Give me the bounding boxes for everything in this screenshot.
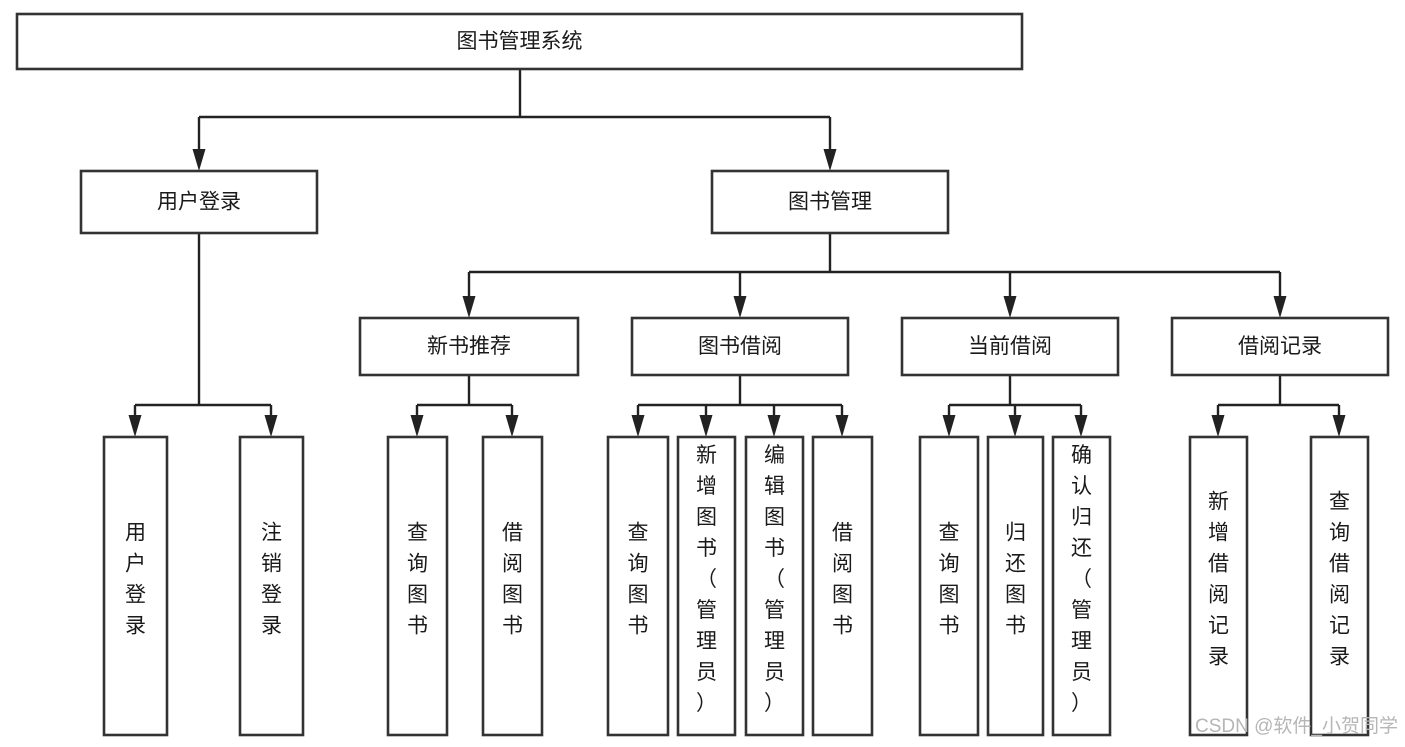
node-box[interactable]: [79, 169, 319, 235]
node-box[interactable]: [811, 435, 874, 737]
arrow-head-icon: [1074, 415, 1088, 437]
node-new-book-recommend[interactable]: 新书推荐: [358, 316, 580, 377]
node-box[interactable]: [710, 169, 950, 235]
node-box[interactable]: [1051, 435, 1112, 737]
node-box[interactable]: [630, 316, 850, 377]
node-label: 当前借阅: [968, 335, 1052, 358]
node-box[interactable]: [918, 435, 980, 737]
node-box[interactable]: [1309, 435, 1370, 737]
node-box[interactable]: [676, 435, 737, 737]
arrow-head-icon: [733, 296, 747, 318]
arrow-head-icon: [942, 415, 956, 437]
node-label: 查询图书: [939, 522, 960, 638]
node-func-query-book-recommend[interactable]: 查询图书: [386, 435, 449, 737]
node-box[interactable]: [15, 12, 1024, 71]
node-label: 确认归还（管理员）: [1071, 444, 1092, 715]
node-label: 用户登录: [125, 522, 146, 638]
arrow-head-icon: [1273, 296, 1287, 318]
node-label: 查询图书: [407, 522, 428, 638]
node-func-query-book-current[interactable]: 查询图书: [918, 435, 980, 737]
arrow-head-icon: [462, 296, 476, 318]
node-borrow-records[interactable]: 借阅记录: [1170, 316, 1390, 377]
node-root[interactable]: 图书管理系统: [15, 12, 1024, 71]
arrow-head-icon: [264, 415, 278, 437]
node-label: 新书推荐: [427, 335, 511, 358]
arrow-head-icon: [128, 415, 142, 437]
connector-book-borrow-to-functions: [631, 375, 849, 437]
arrow-head-icon: [1332, 415, 1346, 437]
node-box[interactable]: [900, 316, 1120, 377]
node-user-login-module[interactable]: 用户登录: [79, 169, 319, 235]
node-book-borrow[interactable]: 图书借阅: [630, 316, 850, 377]
connector-user-login-to-functions: [128, 233, 278, 437]
node-box[interactable]: [238, 435, 305, 737]
node-label: 新增借阅记录: [1208, 491, 1229, 669]
node-label: 归还图书: [1005, 522, 1026, 638]
arrow-head-icon: [1003, 296, 1017, 318]
node-func-add-borrow-record[interactable]: 新增借阅记录: [1188, 435, 1249, 737]
node-box[interactable]: [606, 435, 670, 737]
arrow-head-icon: [505, 415, 519, 437]
node-box[interactable]: [386, 435, 449, 737]
node-func-add-book-admin[interactable]: 新增图书（管理员）: [676, 435, 737, 737]
node-box[interactable]: [358, 316, 580, 377]
arrow-head-icon: [835, 415, 849, 437]
arrow-head-icon: [192, 149, 206, 171]
nodes-layer: 图书管理系统用户登录图书管理新书推荐图书借阅当前借阅借阅记录用户登录注销登录查询…: [15, 12, 1390, 737]
connector-borrow-records-to-functions: [1211, 375, 1346, 437]
arrow-head-icon: [767, 415, 781, 437]
arrow-head-icon: [699, 415, 713, 437]
connector-root-to-modules: [192, 69, 837, 171]
node-label: 编辑图书（管理员）: [764, 444, 785, 715]
node-func-logout[interactable]: 注销登录: [238, 435, 305, 737]
arrow-head-icon: [1211, 415, 1225, 437]
connector-current-borrow-to-functions: [942, 375, 1088, 437]
arrow-head-icon: [1008, 415, 1022, 437]
csdn-watermark: CSDN @软件_小贺同学: [1195, 715, 1398, 737]
node-box[interactable]: [1188, 435, 1249, 737]
node-label: 注销登录: [261, 522, 282, 638]
node-box[interactable]: [1170, 316, 1390, 377]
node-label: 图书管理系统: [457, 30, 583, 53]
node-box[interactable]: [102, 435, 169, 737]
node-book-management-module[interactable]: 图书管理: [710, 169, 950, 235]
node-box[interactable]: [481, 435, 544, 737]
node-label: 借阅图书: [502, 522, 523, 638]
node-label: 图书管理: [788, 191, 872, 214]
arrow-head-icon: [823, 149, 837, 171]
arrow-head-icon: [410, 415, 424, 437]
connectors-layer: [128, 69, 1346, 437]
node-label: 借阅图书: [832, 522, 853, 638]
node-box[interactable]: [986, 435, 1045, 737]
connector-new-book-recommend-to-functions: [410, 375, 519, 437]
node-label: 用户登录: [157, 191, 241, 214]
connector-book-management-to-submodules: [462, 233, 1287, 318]
node-func-borrow-book-recommend[interactable]: 借阅图书: [481, 435, 544, 737]
node-func-query-borrow-record[interactable]: 查询借阅记录: [1309, 435, 1370, 737]
node-label: 图书借阅: [698, 335, 782, 358]
node-label: 借阅记录: [1238, 335, 1322, 358]
node-func-query-book-borrow[interactable]: 查询图书: [606, 435, 670, 737]
node-label: 查询图书: [628, 522, 649, 638]
node-func-user-login[interactable]: 用户登录: [102, 435, 169, 737]
node-box[interactable]: [744, 435, 805, 737]
node-func-borrow-book[interactable]: 借阅图书: [811, 435, 874, 737]
node-current-borrow[interactable]: 当前借阅: [900, 316, 1120, 377]
arrow-head-icon: [631, 415, 645, 437]
node-label: 新增图书（管理员）: [696, 444, 717, 715]
node-func-return-book[interactable]: 归还图书: [986, 435, 1045, 737]
node-func-confirm-return-admin[interactable]: 确认归还（管理员）: [1051, 435, 1112, 737]
node-func-edit-book-admin[interactable]: 编辑图书（管理员）: [744, 435, 805, 737]
node-label: 查询借阅记录: [1329, 491, 1350, 669]
